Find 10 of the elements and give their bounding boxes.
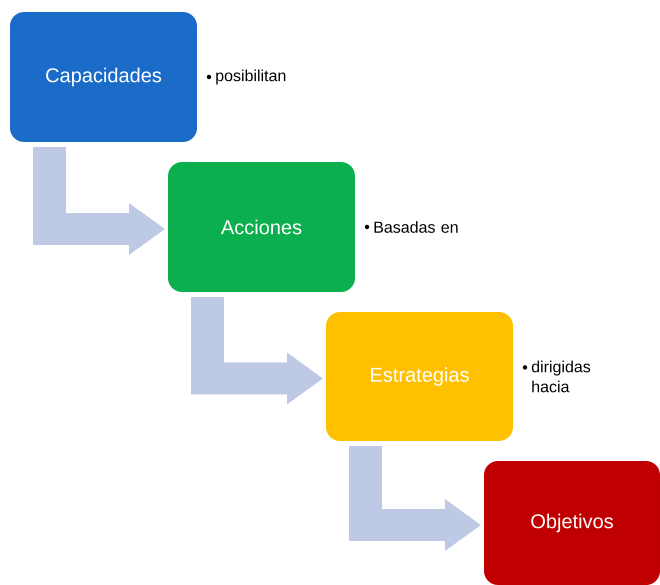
bullet-text: Basadas en [374,221,458,233]
process-box: Estrategias [326,312,513,441]
bullet-text: posibilitan [216,70,286,84]
bent-arrow [191,296,323,404]
process-box: Acciones [168,162,355,292]
bent-arrow [33,147,165,255]
bent-arrow [349,446,481,551]
bullet-text: dirigidas hacia [532,360,590,392]
process-box: Objetivos [484,460,660,585]
process-box: Capacidades [10,12,197,142]
